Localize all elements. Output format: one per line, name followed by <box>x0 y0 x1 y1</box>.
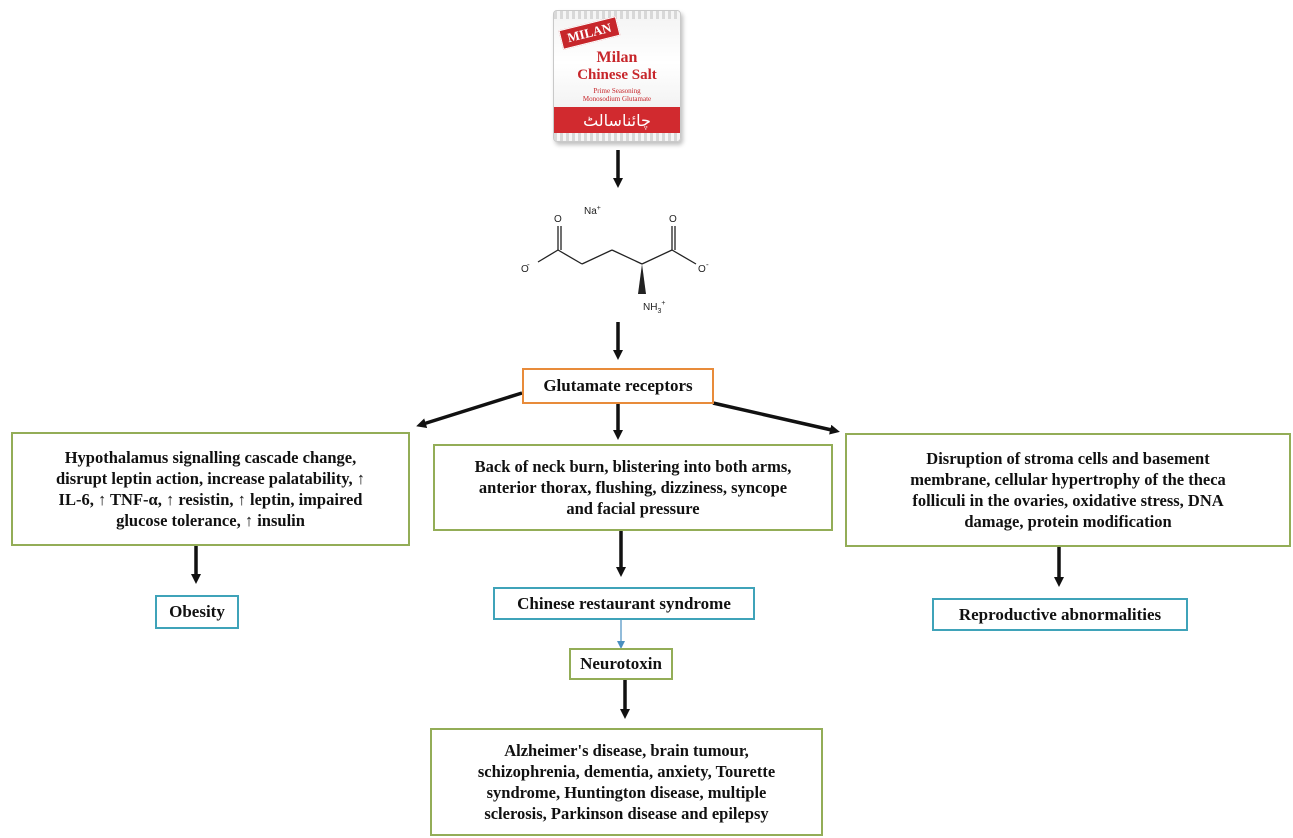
center-effects-line: and facial pressure <box>566 499 700 519</box>
obesity-node: Obesity <box>155 595 239 629</box>
product-line2: Monosodium Glutamate <box>582 95 652 103</box>
minus-left: - <box>527 260 530 269</box>
glutamate-receptors-node: Glutamate receptors <box>522 368 714 404</box>
sodium-ion: Na+ <box>584 205 601 217</box>
reproductive-effects-node: Disruption of stroma cells and basement … <box>845 433 1291 547</box>
neurological-diseases-node: Alzheimer's disease, brain tumour, schiz… <box>430 728 823 836</box>
reproductive-abnormalities-node: Reproductive abnormalities <box>932 598 1188 631</box>
glutamate-molecule <box>537 226 697 265</box>
neuro-diseases-line: sclerosis, Parkinson disease and epileps… <box>484 804 769 824</box>
o-label-left: O <box>521 264 529 275</box>
center-effects-line: Back of neck burn, blistering into both … <box>474 456 792 476</box>
o-label-left-top: O <box>554 214 562 225</box>
left-effects-line: IL-6, ↑ TNF-α, ↑ resistin, ↑ leptin, imp… <box>58 490 363 509</box>
left-effects-line: Hypothalamus signalling cascade change, <box>64 447 357 467</box>
glutamate-receptors-label: Glutamate receptors <box>543 376 693 396</box>
left-effects-line: glucose tolerance, ↑ insulin <box>116 511 305 531</box>
urdu-label-band: چائناسالٹ <box>554 107 680 135</box>
arrow-receptors-to-left <box>416 391 523 428</box>
hypothalamus-effects-node: Hypothalamus signalling cascade change, … <box>11 432 410 546</box>
chinese-restaurant-syndrome-node: Chinese restaurant syndrome <box>493 587 755 620</box>
bag-top-seal <box>554 11 680 19</box>
right-effects-line: damage, protein modification <box>964 512 1172 532</box>
msg-package-image: MILAN Milan Chinese Salt Prime Seasoning… <box>553 10 681 142</box>
amino-group: NH3+ <box>643 300 665 315</box>
neurotoxin-label: Neurotoxin <box>580 654 662 674</box>
crs-label: Chinese restaurant syndrome <box>517 593 731 613</box>
right-effects-line: membrane, cellular hypertrophy of the th… <box>910 469 1226 489</box>
brand-name: Milan <box>596 49 638 66</box>
right-effects-line: folliculi in the ovaries, oxidative stre… <box>912 491 1224 510</box>
center-effects-line: anterior thorax, flushing, dizziness, sy… <box>478 477 788 497</box>
o-label-right: O <box>698 264 706 275</box>
arrow-receptors-to-right <box>712 401 840 435</box>
neuro-diseases-line: syndrome, Huntington disease, multiple <box>486 783 767 802</box>
brand-logo: MILAN <box>558 16 621 50</box>
obesity-label: Obesity <box>169 602 225 622</box>
right-effects-line: Disruption of stroma cells and basement <box>926 448 1210 468</box>
neuro-diseases-line: Alzheimer's disease, brain tumour, <box>504 740 749 760</box>
minus-right: - <box>706 260 709 269</box>
product-name: Chinese Salt <box>577 67 657 83</box>
left-effects-line: disrupt leptin action, increase palatabi… <box>55 468 366 488</box>
bag-bottom-seal <box>554 133 680 141</box>
o-label-right-top: O <box>669 214 677 225</box>
wedge-bond <box>638 264 646 294</box>
reproductive-label: Reproductive abnormalities <box>958 604 1162 624</box>
product-line1: Prime Seasoning <box>593 87 641 95</box>
neurotoxin-node: Neurotoxin <box>569 648 673 680</box>
neuro-diseases-line: schizophrenia, dementia, anxiety, Touret… <box>477 761 776 781</box>
neck-burn-symptoms-node: Back of neck burn, blistering into both … <box>433 444 833 531</box>
